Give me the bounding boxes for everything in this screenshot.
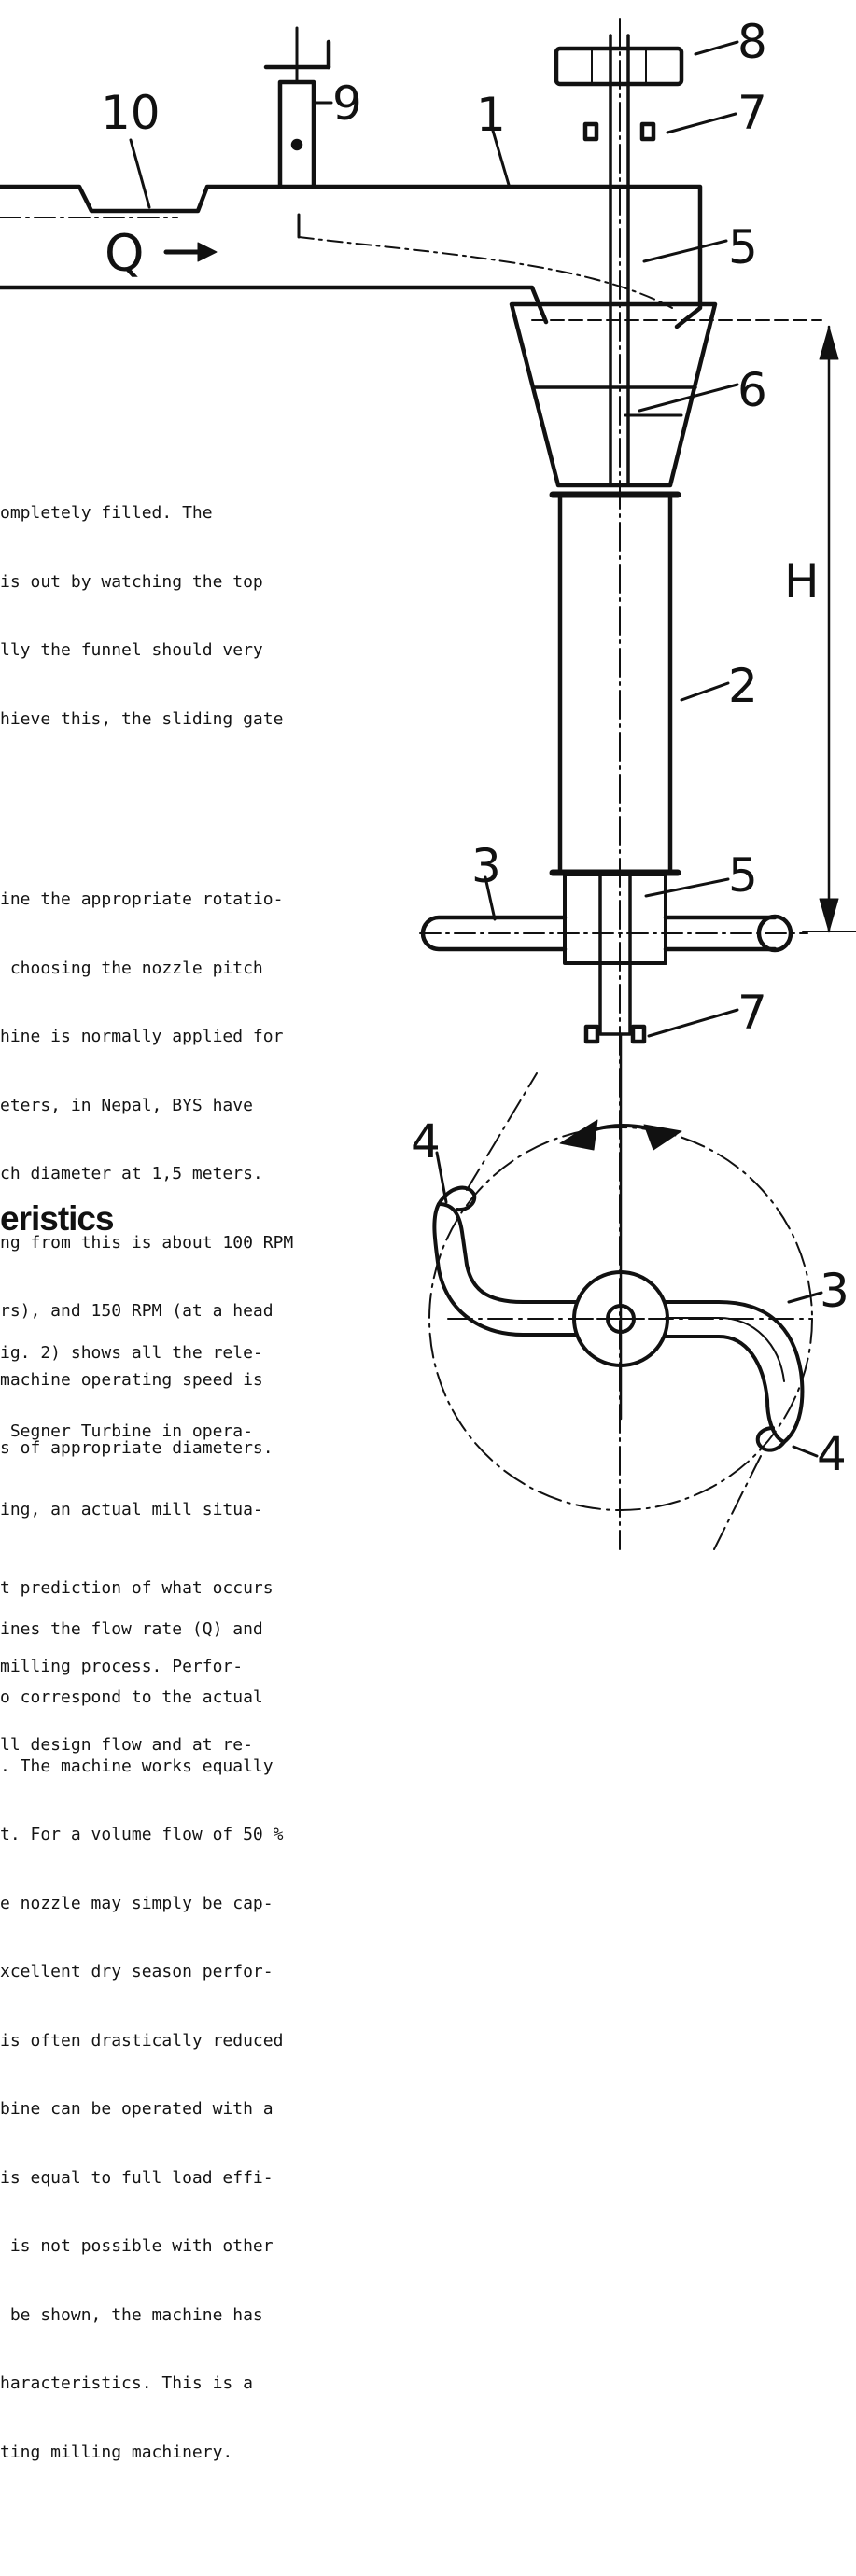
text-line: ting milling machinery. xyxy=(0,2442,233,2462)
text-line: bine can be operated with a xyxy=(0,2099,274,2119)
pulley xyxy=(554,46,684,87)
text-line: hine is normally applied for xyxy=(0,1027,284,1046)
text-line: is equal to full load effi- xyxy=(0,2167,274,2188)
leader-1 xyxy=(491,129,511,187)
turbine-drawing: 8 7 9 1 10 Q 5 6 H 2 3 5 7 4 3 4 xyxy=(0,15,856,1550)
nozzle-4a xyxy=(437,1185,477,1212)
text-line: haracteristics. This is a xyxy=(0,2373,253,2393)
text-line: ng from this is about 100 RPM xyxy=(0,1232,294,1253)
channel-top-wall xyxy=(0,184,703,329)
leader-3b xyxy=(787,1291,823,1304)
text-line: Segner Turbine in opera- xyxy=(0,1421,253,1441)
text-line: milling process. Perfor- xyxy=(0,1657,244,1676)
text-line: t prediction of what occurs xyxy=(0,1578,274,1598)
main-shaft xyxy=(609,34,630,487)
label-3-plan: 3 xyxy=(820,1264,849,1318)
leader-10 xyxy=(129,138,151,209)
water-surface-line xyxy=(298,236,673,309)
funnel-outline xyxy=(509,301,718,488)
text-line: choosing the nozzle pitch xyxy=(0,958,263,978)
tangent-line-left xyxy=(466,1072,538,1191)
bearing-bottom-left xyxy=(583,1024,600,1044)
bearing-bottom-right xyxy=(630,1024,647,1044)
label-5-bottom: 5 xyxy=(728,848,758,903)
gate-pin xyxy=(290,138,303,151)
label-5-top: 5 xyxy=(728,220,758,274)
lower-shaft xyxy=(598,873,632,1036)
label-4-right: 4 xyxy=(817,1427,847,1481)
leader-5a xyxy=(642,239,728,263)
text-line: ch diameter at 1,5 meters. xyxy=(0,1164,263,1183)
text-line: be shown, the machine has xyxy=(0,2304,263,2325)
sliding-gate-body xyxy=(277,79,316,189)
tangent-line-right xyxy=(713,1455,762,1550)
label-flow-q: Q xyxy=(105,224,145,283)
text-line: ompletely filled. The xyxy=(0,503,213,523)
s-arm-right xyxy=(664,1300,805,1444)
rotation-arrow-right xyxy=(643,1124,682,1151)
text-line: is out by watching the top xyxy=(0,571,263,592)
leader-3a xyxy=(484,875,497,921)
text-line: xcellent dry season perfor- xyxy=(0,1962,274,1981)
text-line: s of appropriate diameters. xyxy=(0,1438,274,1458)
paragraph-2: ine the appropriate rotatio- choosing th… xyxy=(0,843,401,1506)
label-8: 8 xyxy=(737,15,767,69)
leader-4b xyxy=(792,1445,819,1458)
s-arm-right-inner xyxy=(665,1317,785,1382)
bearing-top-right xyxy=(639,121,656,142)
text-line: t. For a volume flow of 50 % xyxy=(0,1825,284,1844)
text-line: ll design flow and at re- xyxy=(0,1735,253,1755)
arm-right xyxy=(663,915,778,952)
label-10: 10 xyxy=(101,86,161,140)
text-line: e nozzle may simply be cap- xyxy=(0,1893,274,1913)
text-line: is not possible with other xyxy=(0,2236,274,2256)
text-line: is often drastically reduced xyxy=(0,2030,284,2051)
text-line: ing, an actual mill situa- xyxy=(0,1500,263,1519)
label-7-bottom: 7 xyxy=(737,986,767,1040)
leader-7a xyxy=(666,112,737,134)
nozzle-4b xyxy=(755,1426,786,1452)
label-7-top: 7 xyxy=(737,86,767,140)
label-head-h: H xyxy=(784,554,820,609)
text-line: hieve this, the sliding gate xyxy=(0,708,284,729)
label-9: 9 xyxy=(332,77,362,131)
text-line: rs), and 150 RPM (at a head xyxy=(0,1301,274,1321)
channel-bottom-wall xyxy=(0,285,549,325)
dimension-arrow-top xyxy=(819,326,839,360)
label-4-left: 4 xyxy=(411,1114,441,1169)
text-line: ine the appropriate rotatio- xyxy=(0,889,284,909)
hub xyxy=(563,873,667,965)
paragraph-1: ompletely filled. The is out by watching… xyxy=(0,456,401,777)
leader-2 xyxy=(680,681,730,702)
text-line: ig. 2) shows all the rele- xyxy=(0,1343,263,1363)
page: ompletely filled. The is out by watching… xyxy=(0,15,856,2462)
leader-4a xyxy=(435,1151,448,1204)
text-line: eters, in Nepal, BYS have xyxy=(0,1095,253,1115)
section-heading: eristics xyxy=(0,1199,115,1238)
leader-7b xyxy=(647,1008,739,1038)
label-3-side: 3 xyxy=(471,839,501,893)
flow-arrow-head xyxy=(197,242,218,262)
leader-5b xyxy=(644,877,730,898)
text-line: machine operating speed is xyxy=(0,1369,263,1390)
rotor-tube xyxy=(557,492,673,875)
label-1: 1 xyxy=(476,88,506,142)
label-6: 6 xyxy=(737,363,767,417)
leader-8 xyxy=(694,40,739,56)
label-2: 2 xyxy=(728,659,758,713)
rotation-arrow-left xyxy=(559,1119,598,1151)
dimension-arrow-bottom xyxy=(819,898,839,932)
text-line: lly the funnel should very xyxy=(0,640,263,660)
bearing-top-left xyxy=(582,121,599,142)
leader-6 xyxy=(638,383,739,413)
